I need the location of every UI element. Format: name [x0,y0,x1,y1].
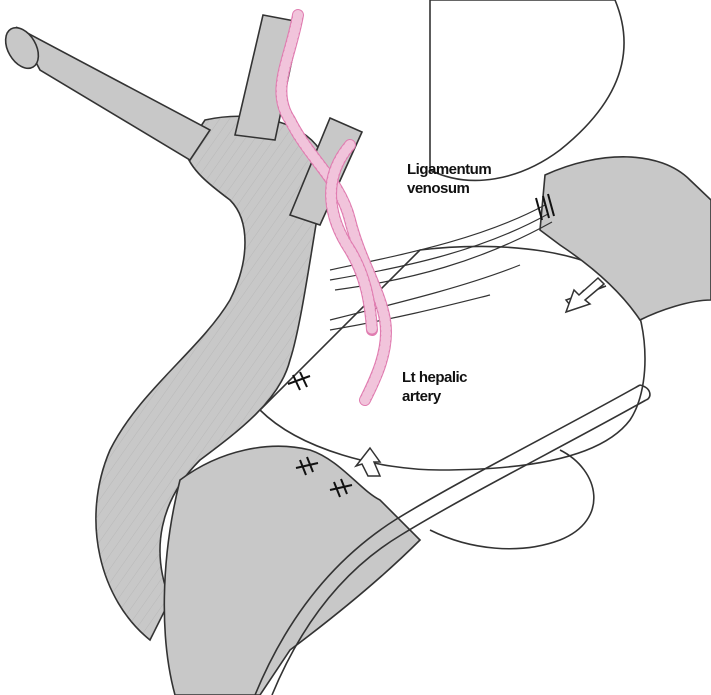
upper-vertical-vessel [234,14,301,141]
branch-end [4,26,40,70]
suture-mark-icon [287,193,555,498]
ligamentum-venosum-line1: Ligamentum [407,161,492,178]
right-tissue-band [539,156,711,322]
retraction-arrow-icon [353,276,607,477]
lt-hepatic-artery-label: Lt hepalic artery [402,368,468,406]
ligamentum-venosum-line2: venosum [407,180,470,197]
liver-outline [258,0,646,550]
forceps-instrument [254,384,651,695]
ligamentum-venosum-label: Ligamentum venosum [407,160,492,198]
lt-hepatic-artery-vessel [275,9,392,406]
lt-hepatic-artery-line1: Lt hepalic [402,369,468,386]
lt-hepatic-artery-line2: artery [402,388,441,405]
upper-left-branch [16,26,212,162]
lower-tissue [163,445,422,695]
